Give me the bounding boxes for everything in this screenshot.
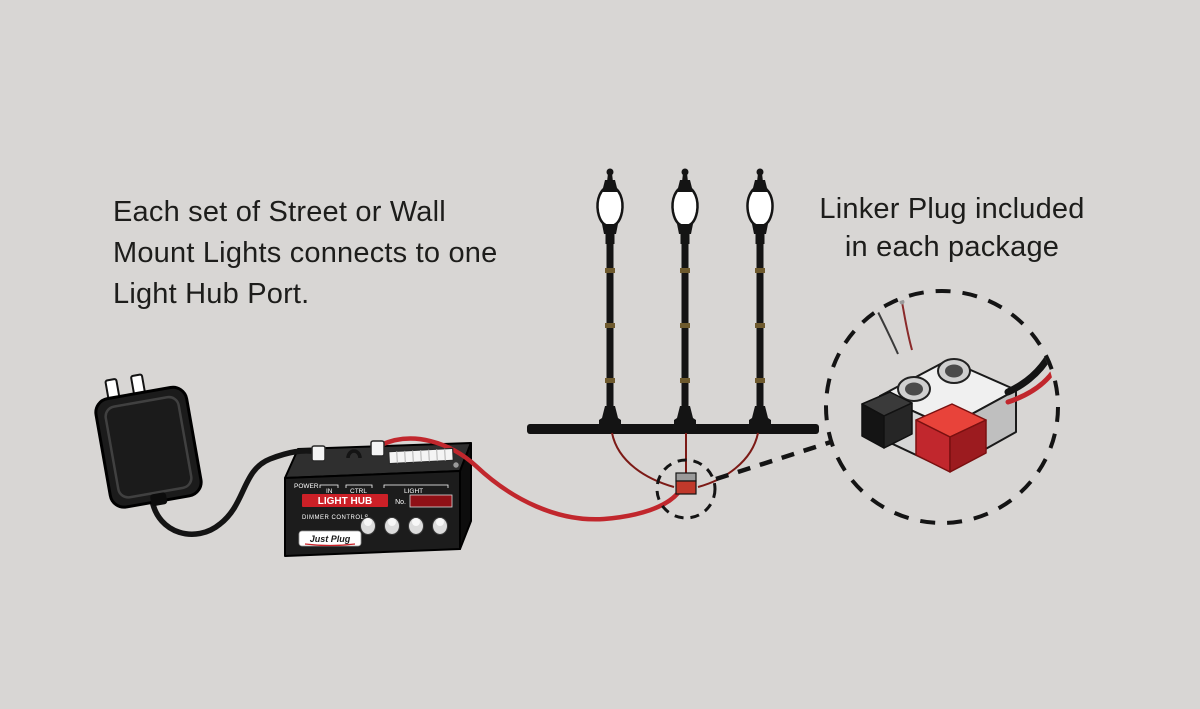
hub-ctrl-label: CTRL [350,488,367,495]
hub-name-label: LIGHT HUB [318,496,372,507]
power-adapter [94,373,203,509]
linker-plug-connector [675,472,697,495]
hub-dimmer-label: DIMMER CONTROLS [302,515,369,521]
hub-light-label: LIGHT [404,488,423,495]
zoom-callout-line [715,439,832,482]
linker-socket-2 [937,358,971,384]
street-lamp-3 [746,167,774,432]
hub-number-label: No. [395,499,406,506]
hub-number-display [409,494,453,508]
hub-power-label: POWER [294,483,319,490]
dimmer-knob-2 [384,517,400,535]
light-hub: POWER IN CTRL LIGHT LIGHT HUB No. DIMMER… [284,442,472,557]
light-port-plug [370,440,385,457]
lamp-wire-1 [611,432,675,488]
light-port-strip [388,447,454,465]
hub-top-ports [311,440,460,469]
hub-port-labels: POWER IN CTRL LIGHT [294,483,423,495]
street-lamp-2 [671,167,699,432]
zoom-circle-small [655,458,717,520]
hub-label-brackets [319,484,449,488]
left-caption-line3: Light Hub Port. [113,278,310,310]
hub-in-label: IN [326,488,333,495]
dimmer-knob-1 [360,517,376,535]
linker-red-terminal [915,403,987,473]
left-caption-line2: Mount Lights connects to one [113,237,498,269]
right-caption-line1: Linker Plug included [819,193,1085,225]
adapter-ridge [104,395,193,499]
left-caption: Each set of Street or Wall Mount Lights … [113,192,497,315]
linker-plug [861,299,1056,473]
power-cable [149,448,321,537]
street-lamp-1 [596,167,624,432]
right-caption-line2: in each package [844,231,1060,263]
hub-name-banner [302,494,388,507]
ctrl-jack [346,449,362,459]
lamp-wire-3 [697,432,759,488]
brand-label: Just Plug [310,534,351,544]
hub-screw [452,461,460,469]
dimmer-knob-4 [432,517,448,535]
brand-logo: Just Plug [298,530,362,547]
linker-socket-1 [897,376,931,402]
power-in-port [311,445,326,462]
right-caption: Linker Plug included in each package [782,190,1122,266]
linker-black-terminal [861,391,913,449]
linker-thin-wires [873,299,913,355]
hub-front-panel: LIGHT HUB No. DIMMER CONTROLS [298,494,453,547]
dimmer-knob-3 [408,517,424,535]
zoom-circle-large [824,289,1060,525]
dimmer-knobs [360,517,448,535]
lamp-bar [527,424,819,434]
red-hub-wire [374,436,681,522]
cable-grommet [150,492,168,507]
lamp-wires [611,432,759,488]
left-caption-line1: Each set of Street or Wall [113,196,446,228]
